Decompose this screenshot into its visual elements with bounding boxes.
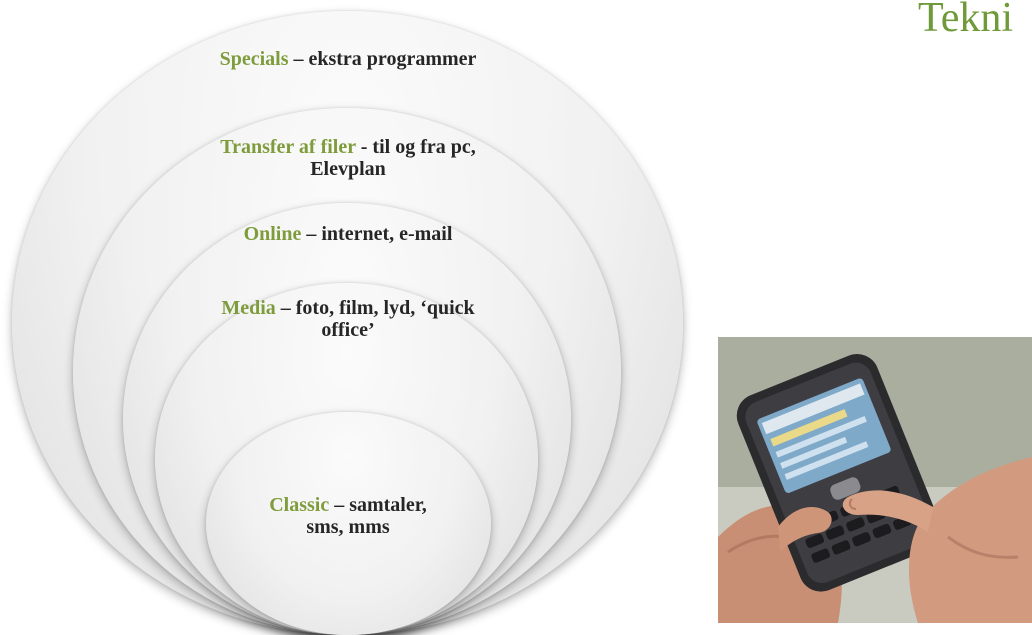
slide-title: Tekni (918, 0, 1014, 41)
ring-label-rest: – internet, e-mail (301, 223, 453, 245)
ring-classic (206, 412, 491, 635)
ring-label-rest: – ekstra programmer (288, 48, 477, 70)
ring-label-highlight: Online (243, 223, 302, 245)
smartphone-photo (718, 337, 1032, 623)
ring-label-highlight: Classic (269, 494, 330, 516)
ring-label-transfer: Transfer af filer - til og fra pc, Elevp… (198, 136, 498, 180)
ring-label-classic: Classic – samtaler, sms, mms (263, 494, 433, 538)
ring-label-rest: – foto, film, lyd, ‘quick office’ (275, 297, 475, 341)
ring-label-rest: - til og fra pc, Elevplan (310, 136, 476, 180)
ring-label-specials: Specials – ekstra programmer (198, 48, 498, 70)
ring-label-online: Online – internet, e-mail (198, 223, 498, 245)
ring-label-highlight: Transfer af filer (220, 136, 356, 158)
ring-label-highlight: Media (221, 297, 276, 319)
ring-label-highlight: Specials (219, 48, 289, 70)
ring-label-rest: – samtaler, sms, mms (306, 494, 427, 538)
ring-label-media: Media – foto, film, lyd, ‘quick office’ (220, 297, 476, 341)
